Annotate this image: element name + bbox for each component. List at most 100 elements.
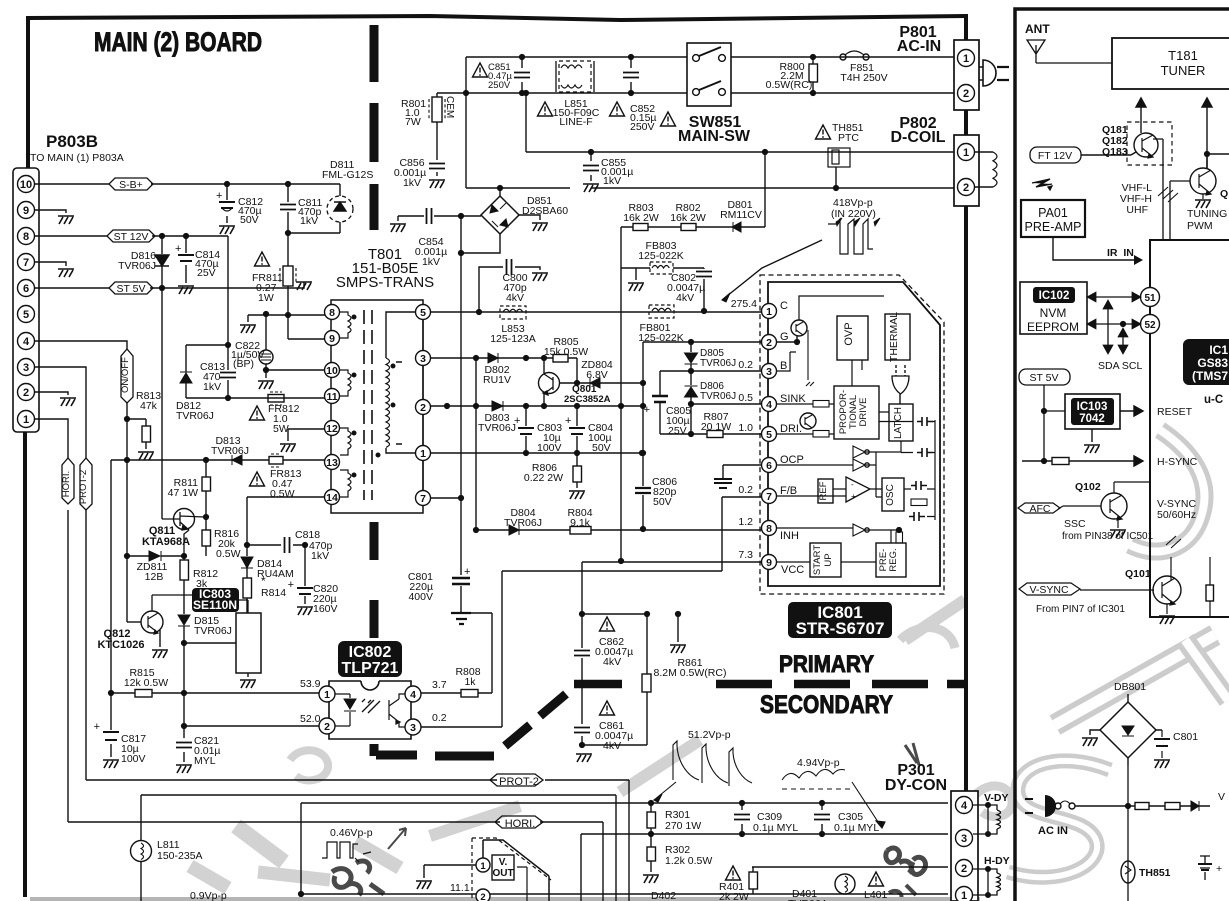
svg-text:REG.: REG. (888, 548, 899, 571)
svg-text:R813: R813 (136, 390, 161, 402)
svg-text:from PIN38 of IC501: from PIN38 of IC501 (1062, 531, 1154, 542)
svg-text:ZD804: ZD804 (581, 359, 613, 371)
svg-text:1.0: 1.0 (738, 422, 753, 434)
svg-text:D806: D806 (700, 381, 724, 392)
svg-text:MYL: MYL (194, 755, 216, 767)
svg-text:470p: 470p (298, 206, 322, 218)
svg-text:INH: INH (780, 530, 799, 542)
svg-text:+: + (644, 404, 650, 416)
svg-text:IC102: IC102 (1039, 290, 1070, 302)
svg-text:ST 5V: ST 5V (117, 283, 146, 295)
svg-text:0.01µ: 0.01µ (194, 745, 221, 757)
svg-text:V.: V. (499, 857, 508, 868)
svg-text:R804: R804 (567, 507, 592, 519)
svg-text:150-235A: 150-235A (157, 850, 203, 862)
svg-text:u-C: u-C (1204, 394, 1223, 406)
svg-text:0.5: 0.5 (738, 392, 753, 404)
svg-text:SDA SCL: SDA SCL (1098, 360, 1143, 372)
svg-text:820p: 820p (653, 486, 677, 498)
svg-text:S-B+: S-B+ (119, 179, 143, 191)
svg-text:15k 0.5W: 15k 0.5W (544, 346, 588, 358)
svg-text:1.0: 1.0 (273, 413, 288, 425)
svg-text:P803B: P803B (46, 132, 98, 151)
svg-text:SECONDARY: SECONDARY (760, 691, 893, 719)
svg-text:1.0: 1.0 (405, 107, 420, 119)
svg-text:2: 2 (766, 337, 772, 349)
svg-text:+: + (216, 190, 222, 202)
svg-text:D812: D812 (176, 400, 201, 412)
svg-text:D815: D815 (194, 615, 219, 627)
svg-text:TH851: TH851 (832, 122, 864, 134)
svg-text:TVR06J: TVR06J (118, 260, 156, 272)
svg-text:C862: C862 (599, 636, 624, 648)
svg-text:4: 4 (766, 399, 772, 411)
svg-text:PA01: PA01 (1038, 206, 1068, 220)
svg-text:V-SYNC: V-SYNC (1029, 584, 1069, 596)
svg-text:0.5W: 0.5W (216, 548, 241, 560)
svg-text:EEPROM: EEPROM (1027, 320, 1079, 334)
svg-text:2.2M: 2.2M (780, 70, 803, 82)
svg-text:2: 2 (324, 721, 330, 733)
svg-text:UP: UP (823, 553, 834, 566)
svg-text:PRE-AMP: PRE-AMP (1025, 220, 1082, 234)
svg-text:R861: R861 (677, 657, 702, 669)
svg-text:D851: D851 (527, 195, 552, 207)
svg-text:RU1V: RU1V (483, 374, 511, 386)
svg-text:470: 470 (203, 371, 221, 383)
svg-text:0.2: 0.2 (738, 359, 753, 371)
svg-text:0.47µ: 0.47µ (488, 71, 512, 82)
svg-text:125-022K: 125-022K (638, 250, 684, 262)
svg-text:D803: D803 (484, 412, 509, 424)
svg-text:FB803: FB803 (646, 240, 677, 252)
svg-text:C854: C854 (418, 236, 443, 248)
svg-text:D813: D813 (215, 435, 240, 447)
svg-text:TLP721: TLP721 (342, 660, 399, 677)
svg-text:C814: C814 (195, 249, 220, 261)
svg-text:C821: C821 (194, 735, 219, 747)
svg-text:0.15µ: 0.15µ (630, 112, 657, 124)
svg-text:20k: 20k (218, 538, 236, 550)
svg-text:1k: 1k (464, 676, 476, 688)
svg-text:+: + (288, 579, 294, 591)
svg-text:TO MAIN (1) P803A: TO MAIN (1) P803A (30, 152, 124, 164)
svg-text:IC103: IC103 (1077, 401, 1108, 413)
svg-text:HORI.: HORI. (61, 471, 72, 497)
svg-text:6: 6 (23, 283, 29, 295)
svg-text:+: + (851, 492, 856, 501)
svg-text:2: 2 (963, 88, 969, 100)
svg-text:5: 5 (420, 307, 426, 319)
svg-text:V-SYNC: V-SYNC (1157, 498, 1197, 510)
svg-text:R816: R816 (214, 528, 239, 540)
svg-text:470µ: 470µ (238, 205, 262, 217)
svg-text:3k: 3k (196, 578, 208, 590)
svg-text:ZD811: ZD811 (137, 561, 168, 573)
svg-text:C861: C861 (599, 720, 624, 732)
svg-text:250V: 250V (488, 80, 511, 91)
svg-text:0.46Vp-p: 0.46Vp-p (330, 827, 373, 839)
svg-text:0.5W: 0.5W (270, 488, 295, 500)
svg-text:5: 5 (23, 309, 29, 321)
svg-text:R302: R302 (665, 844, 690, 856)
svg-text:VCC: VCC (781, 564, 804, 576)
svg-text:RU4AM: RU4AM (257, 568, 294, 580)
svg-text:220µ: 220µ (313, 593, 337, 605)
svg-text:C801: C801 (1173, 731, 1198, 743)
svg-text:3: 3 (410, 722, 416, 734)
svg-text:AC-IN: AC-IN (897, 38, 941, 55)
svg-text:16k 2W: 16k 2W (623, 212, 659, 224)
svg-text:R800: R800 (779, 61, 804, 73)
svg-text:FR813: FR813 (270, 468, 302, 480)
svg-text:151-B05E: 151-B05E (352, 260, 419, 277)
svg-text:C812: C812 (238, 196, 263, 208)
svg-text:150-F09C: 150-F09C (553, 107, 600, 119)
svg-text:10µ: 10µ (543, 432, 561, 444)
svg-text:UHF: UHF (1126, 204, 1148, 216)
svg-text:C820: C820 (313, 583, 338, 595)
svg-text:IR IN: IR IN (1107, 247, 1134, 259)
svg-text:-: - (851, 480, 854, 489)
svg-text:0.0047µ: 0.0047µ (667, 282, 705, 294)
svg-text:C806: C806 (652, 476, 677, 488)
svg-text:R811: R811 (174, 477, 198, 489)
svg-text:PROT-2: PROT-2 (499, 776, 539, 788)
svg-text:C817: C817 (121, 733, 146, 745)
